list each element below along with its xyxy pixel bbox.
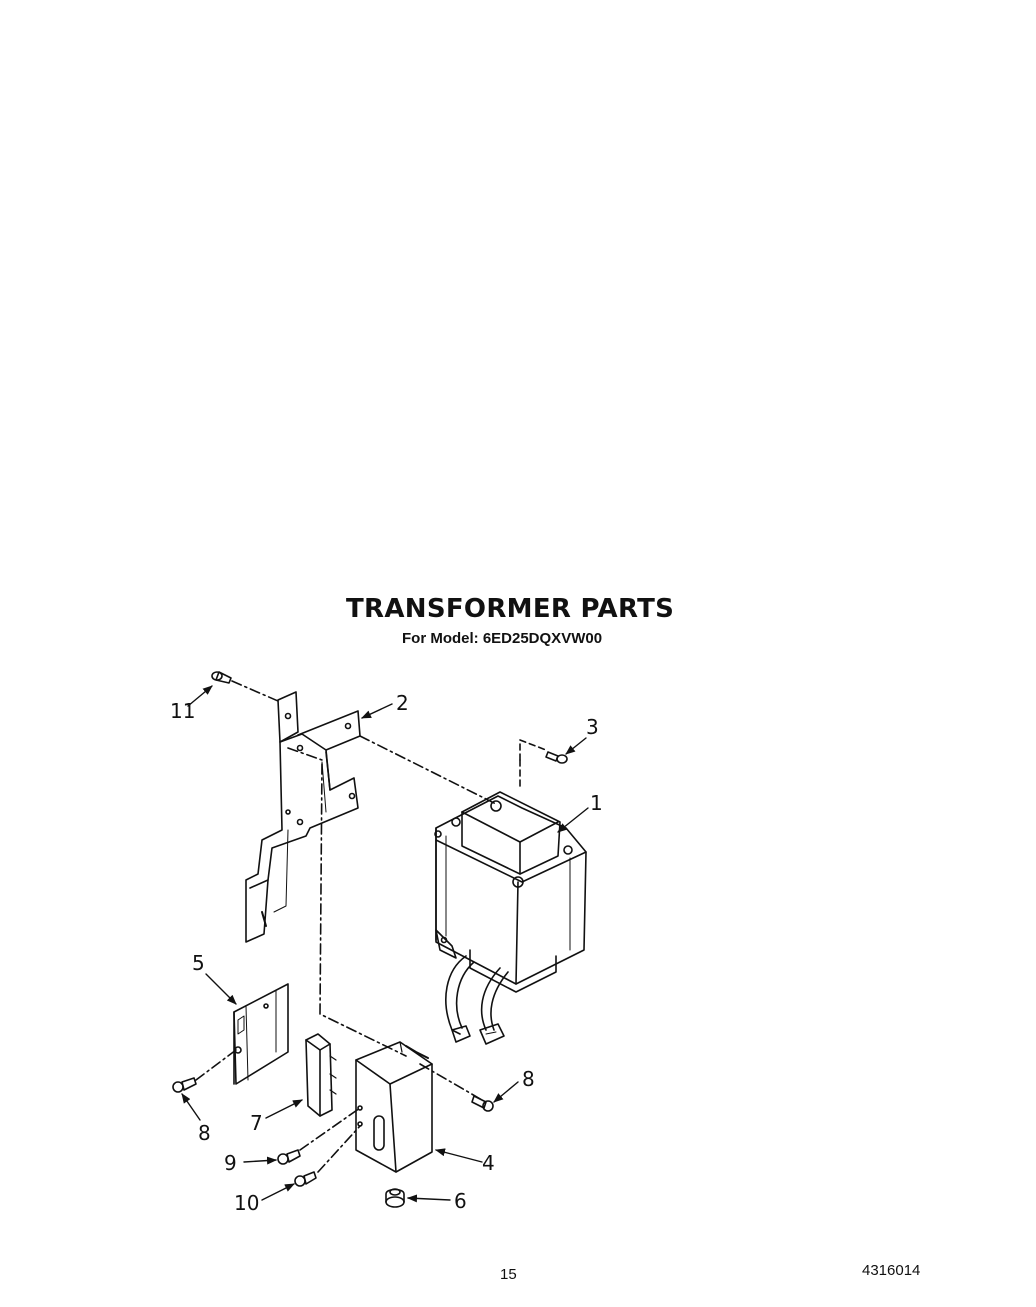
model-subtitle: For Model: 6ED25DQXVW00 (402, 630, 603, 647)
screw-9-icon (277, 1149, 301, 1165)
capacitor-icon (355, 1041, 433, 1173)
mounting-bracket-icon (245, 691, 361, 943)
callout-11: 11 (170, 699, 195, 723)
screw-10-icon (294, 1171, 317, 1187)
diode-icon (305, 1033, 337, 1117)
callout-8-right: 8 (522, 1067, 535, 1091)
leader-line (419, 1063, 483, 1101)
callout-3: 3 (586, 715, 599, 739)
diagram-title: TRANSFORMER PARTS (346, 594, 675, 624)
callout-8-left: 8 (198, 1121, 211, 1145)
grommet-icon (385, 1188, 405, 1208)
callout-9: 9 (224, 1151, 237, 1175)
callout-1: 1 (590, 791, 603, 815)
leader-line (287, 747, 407, 1057)
document-number: 4316014 (862, 1262, 921, 1279)
capacitor-bracket-icon (233, 983, 289, 1085)
leader-line (359, 735, 497, 805)
callout-5: 5 (192, 951, 205, 975)
callout-2: 2 (396, 691, 409, 715)
leader-line (317, 1125, 361, 1173)
page-number: 15 (500, 1266, 517, 1283)
screw-11-icon (211, 671, 232, 684)
leader-line (195, 1049, 237, 1081)
screw-8-right-icon (471, 1095, 494, 1112)
leader-line (231, 680, 279, 702)
callout-4: 4 (482, 1151, 495, 1175)
screw-3-icon (545, 751, 568, 764)
callout-arrows (181, 685, 589, 1203)
callout-10: 10 (234, 1191, 259, 1215)
leader-line (299, 1107, 361, 1151)
callout-6: 6 (454, 1189, 467, 1213)
leader-line (519, 739, 547, 761)
screw-8-left-icon (172, 1077, 197, 1093)
transformer-icon (434, 791, 587, 1045)
callout-7: 7 (250, 1111, 263, 1135)
